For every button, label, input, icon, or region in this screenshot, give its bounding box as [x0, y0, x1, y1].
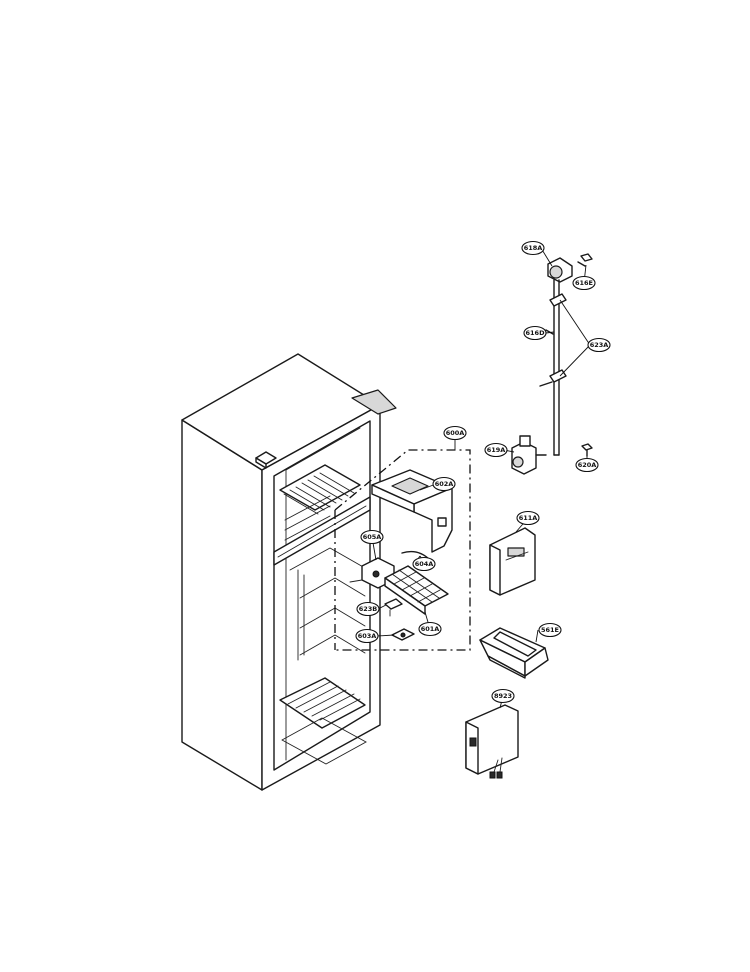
callout-604a: 604A — [412, 556, 436, 572]
water-tube-assembly — [539, 253, 593, 456]
callout-603a: 603A — [355, 628, 379, 644]
callout-619a: 619A — [484, 442, 508, 458]
svg-text:600A: 600A — [446, 429, 465, 437]
callout-616d: 616D — [523, 325, 547, 341]
callout-600a: 600A — [443, 425, 467, 441]
valve-screw — [581, 443, 593, 457]
svg-text:618A: 618A — [524, 244, 543, 252]
callout-623a: 623A — [587, 337, 611, 353]
ice-bin — [479, 627, 549, 679]
svg-text:605A: 605A — [363, 533, 382, 541]
svg-text:619A: 619A — [487, 446, 506, 454]
callout-623b: 623B — [356, 601, 380, 617]
svg-text:8923: 8923 — [494, 692, 512, 700]
callout-602a: 602A — [432, 476, 456, 492]
svg-text:601A: 601A — [421, 625, 440, 633]
tray-clip — [384, 598, 403, 617]
icemaker-bracket — [371, 469, 453, 553]
svg-text:602A: 602A — [435, 480, 454, 488]
svg-text:561E: 561E — [541, 626, 559, 634]
icemaker-bracket-clip — [391, 628, 415, 641]
svg-text:623A: 623A — [590, 341, 609, 349]
svg-text:616E: 616E — [575, 279, 593, 287]
svg-text:604A: 604A — [415, 560, 434, 568]
svg-text:620A: 620A — [578, 461, 597, 469]
callout-611a: 611A — [516, 510, 540, 526]
callout-561e: 561E — [538, 622, 562, 638]
control-box — [465, 704, 519, 779]
ice-tray — [384, 565, 449, 615]
callout-8923: 8923 — [491, 688, 515, 704]
callout-601a: 601A — [418, 621, 442, 637]
refrigerator-cabinet — [181, 353, 397, 791]
callout-620a: 620A — [575, 457, 599, 473]
svg-text:623B: 623B — [359, 605, 378, 613]
water-valve — [511, 435, 547, 475]
svg-text:611A: 611A — [519, 514, 538, 522]
icemaker-cover — [489, 527, 536, 596]
callout-616e: 616E — [572, 275, 596, 291]
svg-text:603A: 603A — [358, 632, 377, 640]
callout-618a: 618A — [521, 240, 545, 256]
svg-text:616D: 616D — [526, 329, 546, 337]
icemaker-assembly-group — [334, 449, 471, 651]
callout-605a: 605A — [360, 529, 384, 545]
